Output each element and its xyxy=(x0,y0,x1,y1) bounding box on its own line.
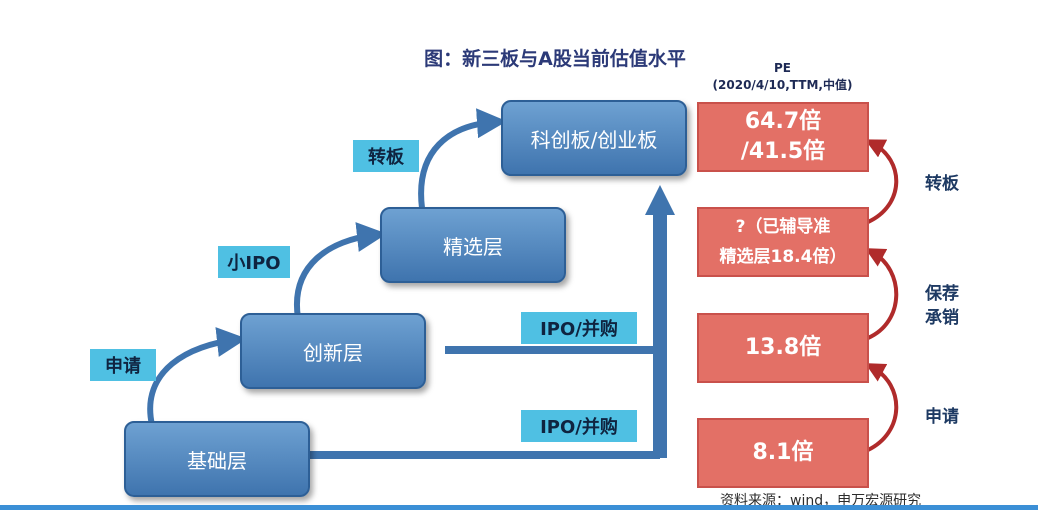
step-innovation-tier: 创新层 xyxy=(240,313,426,389)
side-label-sponsor-line1: 保荐 xyxy=(925,284,959,304)
curve-arrow-innovation-to-select xyxy=(293,222,387,319)
side-label-sponsor-line2: 承销 xyxy=(925,308,959,328)
side-label-apply: 申请 xyxy=(925,407,959,427)
tag-transfer: 转板 xyxy=(353,140,419,172)
tag-apply: 申请 xyxy=(90,349,156,381)
pe-header-label: PE xyxy=(774,61,791,75)
tag-small-ipo: 小IPO xyxy=(218,246,290,278)
red-curve-arrow-top xyxy=(864,139,899,224)
curve-arrow-base-to-innovation xyxy=(147,327,247,426)
vertical-up-arrowhead xyxy=(645,185,675,215)
pe-star-line1: 64.7倍 xyxy=(744,109,822,134)
bottom-rule xyxy=(0,505,1038,510)
pe-box-innovation: 13.8倍 xyxy=(697,313,869,383)
chart-title: 图：新三板与A股当前估值水平 xyxy=(424,48,686,70)
step-base-tier: 基础层 xyxy=(124,421,310,497)
side-label-sponsor: 保荐 承销 xyxy=(912,282,972,330)
pe-select-line1: ?（已辅导准 xyxy=(735,217,831,237)
step-select-tier: 精选层 xyxy=(380,207,566,283)
side-label-transfer: 转板 xyxy=(925,174,959,194)
pe-header: PE (2020/4/10,TTM,中值) xyxy=(690,60,875,94)
tag-ipo-merge-lower: IPO/并购 xyxy=(521,410,637,442)
red-curve-arrow-bottom xyxy=(864,363,899,452)
pe-select-line2: 精选层18.4倍） xyxy=(719,247,847,267)
pe-box-select: ?（已辅导准 精选层18.4倍） xyxy=(697,207,869,277)
red-curve-arrow-mid xyxy=(864,248,899,340)
pe-innovation-value: 13.8倍 xyxy=(744,335,822,360)
tag-ipo-merge-upper: IPO/并购 xyxy=(521,312,637,344)
pe-star-line2: /41.5倍 xyxy=(740,139,826,164)
pe-box-star: 64.7倍 /41.5倍 xyxy=(697,102,869,172)
pe-box-base: 8.1倍 xyxy=(697,418,869,488)
step-star-market: 科创板/创业板 xyxy=(501,100,687,176)
pe-base-value: 8.1倍 xyxy=(752,440,814,465)
curve-arrow-select-to-star xyxy=(418,108,507,209)
pe-header-date: (2020/4/10,TTM,中值) xyxy=(712,78,853,92)
